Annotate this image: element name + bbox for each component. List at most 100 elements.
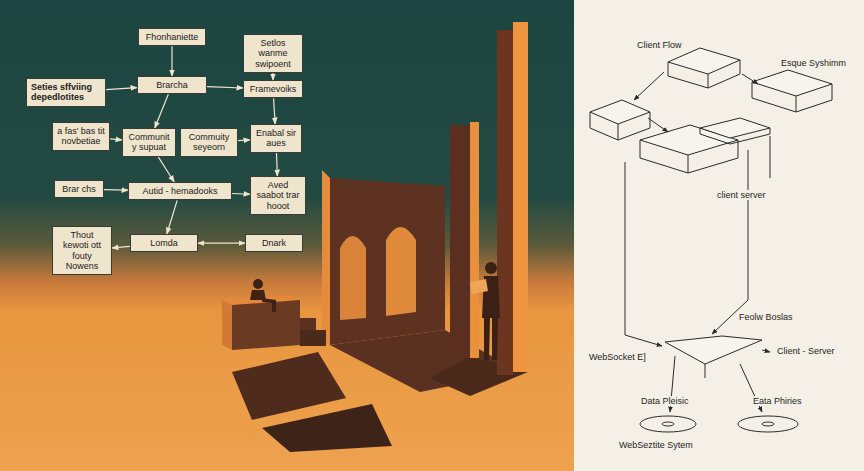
box-text: Lomda xyxy=(135,238,193,248)
process-box: Brarcha xyxy=(137,76,207,94)
wire xyxy=(625,162,662,346)
arch-opening xyxy=(386,227,416,316)
pillar-side xyxy=(470,122,479,358)
iso-edge xyxy=(796,96,797,112)
paper-panel xyxy=(574,0,864,471)
process-box: Fhonhaniette xyxy=(138,28,206,46)
connector xyxy=(158,157,174,182)
wall-side xyxy=(322,170,330,345)
box-text: Fhonhaniette xyxy=(143,32,201,42)
disk-symbol xyxy=(662,422,674,426)
diagram-label: Eata Phiries xyxy=(752,396,803,406)
shadow xyxy=(232,352,346,420)
iso-box xyxy=(640,140,738,173)
diagram-label: Feolw Boslas xyxy=(738,312,794,322)
box-text: Community supuat xyxy=(127,132,171,153)
process-box: Setlos wanme swipoent xyxy=(243,34,303,73)
wire xyxy=(770,136,771,178)
connector xyxy=(238,139,250,141)
box-text: Commuity seyeorn xyxy=(185,132,233,153)
connector xyxy=(167,200,177,234)
process-box: Community supuat xyxy=(122,128,176,157)
box-text: Autid - hemadooks xyxy=(133,186,227,196)
iso-edge xyxy=(618,124,619,140)
block-front xyxy=(232,300,300,350)
box-text: Brarcha xyxy=(142,80,202,90)
pillar xyxy=(497,30,513,375)
diagram-label: Client Flow xyxy=(636,40,683,50)
process-box: Lomda xyxy=(130,234,198,252)
box-text: Setlos wanme swipoent xyxy=(248,38,298,69)
arrow-line xyxy=(634,72,664,100)
person-legs xyxy=(484,318,498,360)
box-text: Brar chs xyxy=(59,184,99,194)
box-text: Aved saabot trar hooot xyxy=(255,180,301,211)
iso-box xyxy=(668,60,740,88)
diagram-label: Esque Syshimm xyxy=(780,58,847,68)
box-text: Enabal sir aues xyxy=(255,128,297,149)
process-box: Autid - hemadooks xyxy=(128,182,232,200)
diagram-label: WebSeztite Sytem xyxy=(618,440,694,450)
wire xyxy=(705,364,706,378)
process-box: Commuity seyeorn xyxy=(180,128,238,157)
connector xyxy=(112,246,130,248)
person-legs xyxy=(262,298,276,312)
arrow-line xyxy=(742,74,758,84)
disk-symbol xyxy=(738,416,798,432)
process-box: Framevoiks xyxy=(243,80,303,98)
process-box: Enabal sir aues xyxy=(250,124,302,153)
disk-symbol xyxy=(762,422,774,426)
iso-box xyxy=(752,70,832,96)
iso-box xyxy=(668,48,740,74)
process-box: Seties sffviing depedlotites xyxy=(26,78,106,107)
box-text: Thout kewoti ott fouty Nowens xyxy=(57,230,107,271)
connector xyxy=(106,88,137,90)
box-text: a fas' bas tit novbetiae xyxy=(57,126,105,147)
block-side xyxy=(222,300,232,350)
connector xyxy=(155,94,169,128)
iso-edge xyxy=(688,155,689,173)
box-text: Framevoiks xyxy=(248,84,298,94)
person-head xyxy=(485,262,497,274)
process-box: Thout kewoti ott fouty Nowens xyxy=(52,226,112,275)
process-box: Brar chs xyxy=(54,180,104,198)
process-box: Dnark xyxy=(245,234,303,252)
shadow xyxy=(262,404,392,452)
process-box: a fas' bas tit novbetiae xyxy=(52,122,110,151)
connector xyxy=(274,98,276,124)
person-head xyxy=(253,279,263,289)
box-text: Dnark xyxy=(250,238,298,248)
connector xyxy=(272,73,273,80)
paper-sheet xyxy=(470,279,488,294)
iso-box xyxy=(752,82,832,112)
diagram-label: Data Pleisic xyxy=(640,396,690,406)
arch-opening xyxy=(340,236,366,320)
sky-ground xyxy=(0,0,574,471)
connector xyxy=(110,139,122,140)
arrow-line xyxy=(648,118,668,132)
iso-box xyxy=(590,100,650,124)
diagram-label: WebSocket E] xyxy=(588,352,647,362)
pillar xyxy=(450,125,470,358)
arch-wall xyxy=(330,178,445,345)
diagram-label: Client - Server xyxy=(776,346,836,356)
connector xyxy=(207,87,243,88)
step xyxy=(300,330,326,346)
process-box: Aved saabot trar hooot xyxy=(250,176,306,215)
iso-slab xyxy=(700,118,770,138)
connector xyxy=(232,193,250,195)
arrow-line xyxy=(762,350,770,352)
iso-edge xyxy=(708,74,709,88)
iso-slab xyxy=(700,128,770,144)
v-plate xyxy=(665,336,762,364)
iso-box xyxy=(590,112,650,140)
box-text: Seties sffviing depedlotites xyxy=(31,82,101,103)
connector xyxy=(276,153,278,176)
wire xyxy=(712,150,748,334)
pillar-side xyxy=(513,22,528,372)
diagram-label: client server xyxy=(716,190,767,200)
connector xyxy=(198,243,245,244)
connector xyxy=(171,46,172,76)
connector xyxy=(104,189,128,191)
disk-symbol xyxy=(640,416,696,432)
